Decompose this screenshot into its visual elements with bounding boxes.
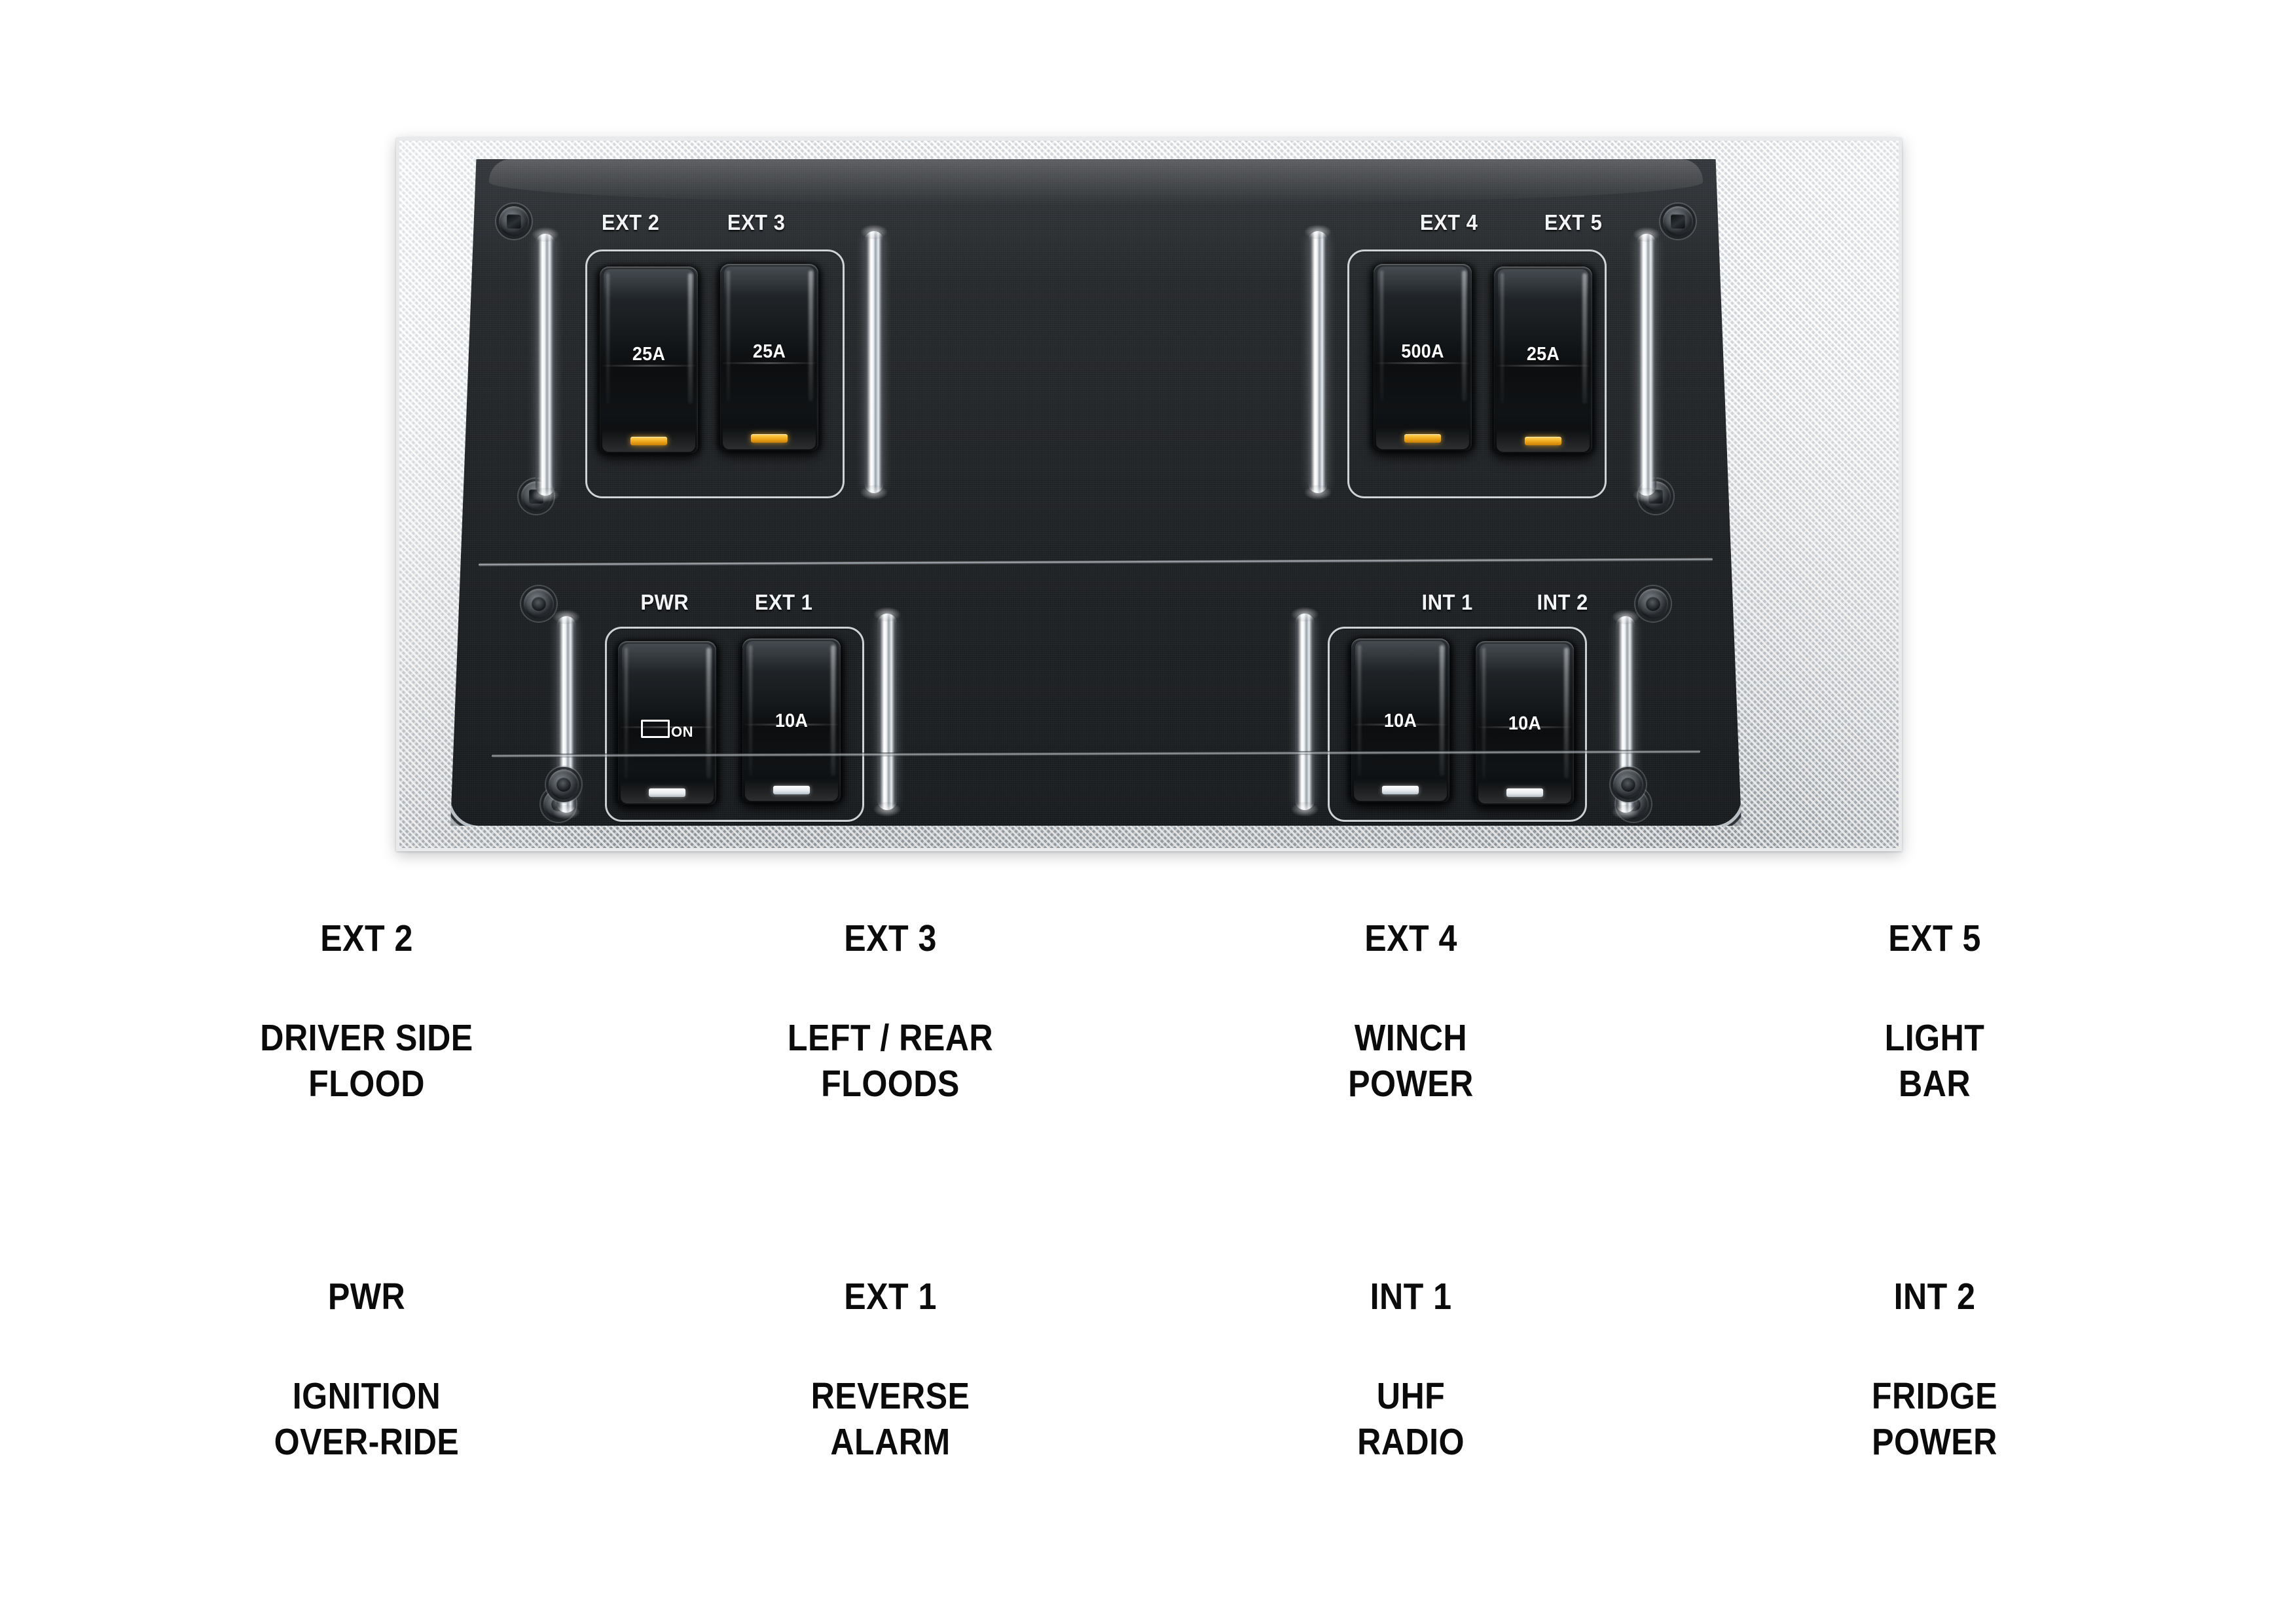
chrome-bar-left-inner [860, 225, 888, 500]
panel-caption-int2: INT 2 [1537, 590, 1588, 614]
legend-desc-ext3-line2: FLOODS [821, 1062, 960, 1105]
rocker-rating-int2: 10A [1508, 713, 1542, 734]
legend-desc-ext1-line2: ALARM [830, 1420, 951, 1463]
rocker-switch-ext4[interactable]: 500A [1374, 264, 1472, 451]
switch-group-outline-ext2-ext3 [585, 249, 845, 498]
legend-desc-int2-line2: POWER [1872, 1420, 1997, 1463]
rocker-rating-ext2: 25A [632, 344, 666, 365]
rocker-switch-ext5[interactable]: 25A [1494, 267, 1592, 453]
legend-desc-ext5: LIGHT BAR [1819, 1016, 2050, 1107]
rocker-rating-ext5: 25A [1526, 344, 1560, 365]
legend-desc-pwr-line1: IGNITION [292, 1375, 441, 1417]
legend-desc-ext1: REVERSE ALARM [775, 1374, 1006, 1465]
battery-on-icon: ON [618, 720, 716, 740]
rocker-switch-ext1[interactable]: 10A [742, 638, 841, 802]
screw-bottom-left [549, 769, 579, 800]
legend-desc-ext4-line1: WINCH [1354, 1017, 1468, 1059]
screw-lower-left [524, 589, 554, 619]
chrome-bar-left-outer [532, 227, 559, 502]
rocker-switch-ext2[interactable]: 25A [600, 267, 698, 453]
rocker-rating-ext4: 500A [1401, 341, 1444, 362]
rocker-rating-pwr: ON [671, 724, 693, 740]
panel-caption-ext1: EXT 1 [754, 590, 813, 614]
legend-desc-int1: UHF RADIO [1296, 1374, 1526, 1465]
legend-bottom-titles: PWR EXT 1 INT 1 INT 2 [0, 918, 2296, 1318]
legend-title-ext2: EXT 2 [320, 917, 413, 959]
legend-desc-int1-line2: RADIO [1357, 1420, 1465, 1463]
rocker-indicator-ext1 [773, 786, 810, 794]
rocker-indicator-ext3 [751, 434, 788, 443]
switch-group-outline-pwr-ext1 [605, 627, 864, 822]
legend-title-ext5: EXT 5 [1888, 917, 1981, 959]
legend-top-descriptions: DRIVER SIDE FLOOD LEFT / REAR FLOODS WIN… [0, 917, 2296, 1105]
switch-panel-photo: EXT 2 EXT 3 25A 25A EXT 4 EXT 5 [396, 138, 1902, 851]
legend-title-int2: INT 2 [1893, 1276, 1976, 1318]
legend-desc-ext1-line1: REVERSE [811, 1375, 970, 1417]
chrome-bar-lower-left-inner [873, 607, 901, 817]
rocker-indicator-int2 [1506, 788, 1543, 797]
switch-group-outline-int1-int2 [1328, 627, 1587, 822]
switch-panel-body: EXT 2 EXT 3 25A 25A EXT 4 EXT 5 [450, 159, 1741, 826]
legend-desc-int1-line1: UHF [1376, 1375, 1446, 1417]
rocker-indicator-ext5 [1525, 437, 1561, 445]
rocker-switch-ext3[interactable]: 25A [720, 264, 818, 451]
legend-desc-ext4-line2: POWER [1348, 1062, 1474, 1105]
chrome-bar-right-outer [1633, 227, 1660, 502]
rocker-indicator-ext2 [630, 437, 667, 445]
legend-desc-pwr-line2: OVER-RIDE [274, 1420, 460, 1463]
legend-desc-ext3: LEFT / REAR FLOODS [775, 1016, 1006, 1107]
rocker-switch-pwr[interactable]: ON [618, 641, 716, 805]
legend-desc-ext5-line1: LIGHT [1884, 1017, 1985, 1059]
rocker-indicator-pwr [649, 788, 685, 797]
legend-block: EXT 2 EXT 3 EXT 4 EXT 5 DRIVER SIDE FLOO… [0, 917, 2296, 1463]
screw-top-right [1663, 206, 1693, 236]
legend-title-ext3: EXT 3 [844, 917, 937, 959]
rocker-switch-int1[interactable]: 10A [1351, 638, 1449, 802]
legend-title-pwr: PWR [327, 1276, 406, 1318]
rocker-indicator-ext4 [1404, 434, 1441, 443]
rocker-rating-ext1: 10A [774, 710, 809, 731]
panel-caption-ext5: EXT 5 [1544, 210, 1603, 234]
rocker-indicator-int1 [1382, 786, 1419, 794]
rocker-rating-int1: 10A [1383, 710, 1417, 731]
chrome-bar-right-inner [1304, 225, 1332, 500]
legend-desc-ext2: DRIVER SIDE FLOOD [251, 1016, 482, 1107]
legend-desc-int2: FRIDGE POWER [1819, 1374, 2050, 1465]
panel-caption-pwr: PWR [640, 590, 689, 614]
rocker-switch-int2[interactable]: 10A [1476, 641, 1574, 805]
legend-desc-ext2-line1: DRIVER SIDE [260, 1017, 473, 1059]
legend-title-ext4: EXT 4 [1364, 917, 1457, 959]
panel-caption-int1: INT 1 [1421, 590, 1473, 614]
panel-caption-ext2: EXT 2 [601, 210, 660, 234]
legend-title-int1: INT 1 [1370, 1276, 1452, 1318]
legend-desc-int2-line1: FRIDGE [1871, 1375, 1998, 1417]
rocker-rating-ext3: 25A [752, 341, 786, 362]
chrome-bar-lower-right-inner [1291, 607, 1319, 817]
screw-bottom-right [1613, 769, 1643, 800]
legend-desc-ext4: WINCH POWER [1296, 1016, 1526, 1107]
switch-row-bottom: PWR EXT 1 ON 10A [450, 578, 1741, 826]
battery-outline-icon [641, 720, 670, 738]
legend-desc-ext2-line2: FLOOD [308, 1062, 425, 1105]
panel-top-gloss [489, 159, 1703, 205]
legend-desc-ext5-line2: BAR [1899, 1062, 1971, 1105]
panel-caption-ext3: EXT 3 [727, 210, 786, 234]
switch-row-top: EXT 2 EXT 3 25A 25A EXT 4 EXT 5 [450, 193, 1741, 560]
legend-desc-ext3-line1: LEFT / REAR [787, 1017, 994, 1059]
screw-top-left [499, 206, 529, 236]
panel-caption-ext4: EXT 4 [1419, 210, 1478, 234]
legend-title-ext1: EXT 1 [844, 1276, 937, 1318]
legend-desc-pwr: IGNITION OVER-RIDE [251, 1374, 482, 1465]
screw-lower-right [1638, 589, 1668, 619]
switch-group-outline-ext4-ext5 [1347, 249, 1607, 498]
